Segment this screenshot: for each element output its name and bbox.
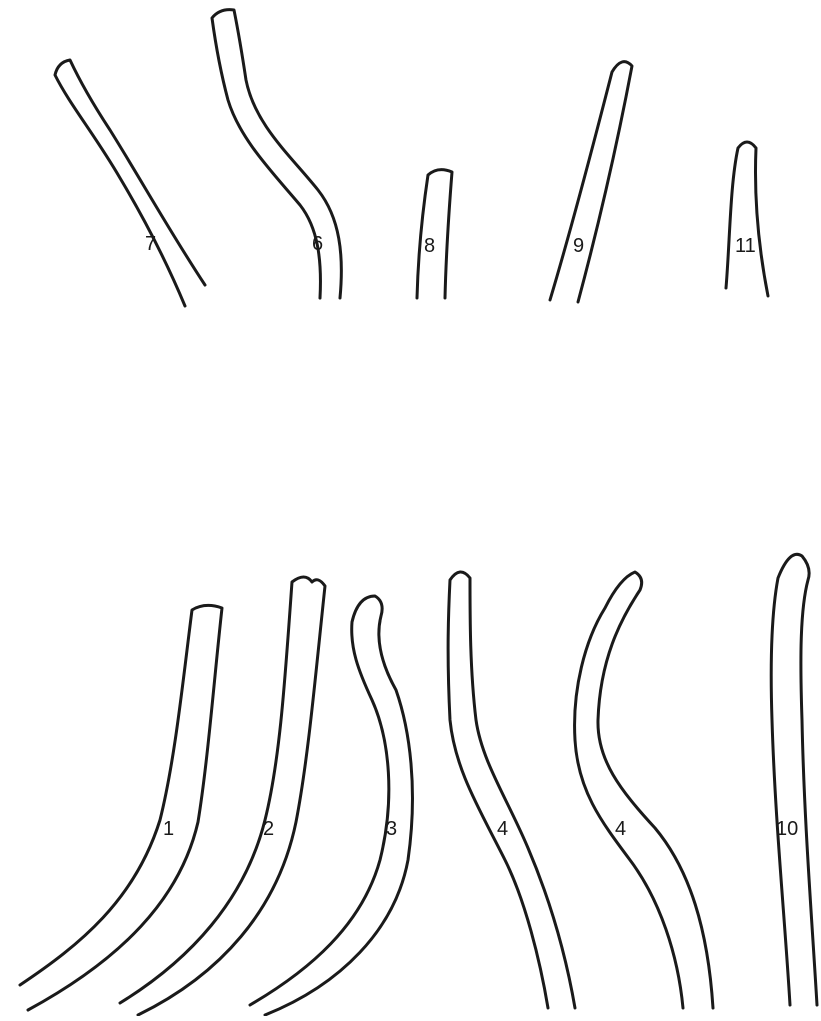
specimen-10-label: 10 <box>776 818 798 840</box>
specimen-10: 10 <box>771 554 817 1005</box>
specimen-3-label: 3 <box>386 818 397 840</box>
specimen-6-label: 6 <box>312 233 323 255</box>
specimen-3: 3 <box>250 596 412 1015</box>
specimen-4-first-label: 4 <box>497 818 508 840</box>
specimen-11-label: 11 <box>735 235 756 257</box>
specimen-8-outline <box>417 170 452 298</box>
specimen-10-outline <box>771 554 817 1005</box>
specimen-4-second-label: 4 <box>615 818 626 840</box>
specimen-7-label: 7 <box>145 233 156 255</box>
specimen-2-label: 2 <box>263 818 274 840</box>
specimen-2-outline <box>120 577 325 1015</box>
specimen-9-outline <box>550 62 632 302</box>
specimen-1-label: 1 <box>163 818 174 840</box>
specimen-8-label: 8 <box>424 235 435 257</box>
specimen-4-first: 4 <box>448 572 575 1008</box>
specimen-4-second: 4 <box>575 572 713 1008</box>
specimen-11-outline <box>726 142 768 296</box>
specimen-2: 2 <box>120 577 325 1015</box>
specimen-6: 6 <box>212 10 341 298</box>
specimen-9: 9 <box>550 62 632 302</box>
specimen-4-second-outline <box>575 572 713 1008</box>
specimen-11: 11 <box>726 142 768 296</box>
specimen-8: 8 <box>417 170 452 298</box>
specimen-7: 7 <box>55 60 205 306</box>
specimen-9-label: 9 <box>573 235 584 257</box>
specimen-4-first-outline <box>448 572 575 1008</box>
specimen-7-outline <box>55 60 205 306</box>
specimen-3-outline <box>250 596 412 1015</box>
